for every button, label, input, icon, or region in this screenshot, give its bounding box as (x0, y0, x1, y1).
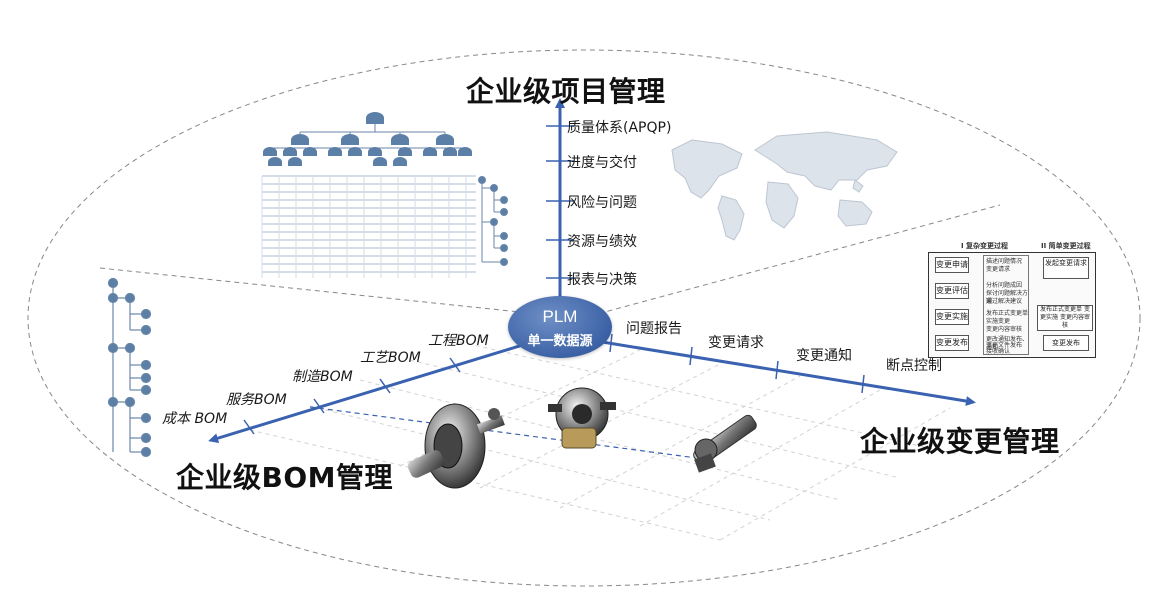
flowchart-col2-title: II 简单变更过程 (1041, 242, 1091, 250)
bom-item-4: 服务BOM (226, 392, 287, 408)
flow-note-6: 发布正式变更单 (986, 310, 1029, 317)
change-item-4: 断点控制 (886, 358, 942, 374)
bom-tree-diagram (107, 277, 152, 458)
table-side-tree (478, 176, 508, 266)
simple-step-2: 发布正式变更单 变更实施 变更内容审核 (1037, 305, 1093, 331)
flowchart-col1-title: I 复杂变更过程 (961, 242, 1009, 250)
project-item-5: 报表与决策 (567, 272, 637, 288)
flow-note-2: 变更请求 (986, 266, 1011, 273)
project-item-1: 质量体系(APQP) (567, 120, 672, 136)
flow-step-4: 变更发布 (935, 335, 969, 351)
project-item-2: 进度与交付 (567, 155, 637, 171)
brake-booster-part (407, 403, 505, 489)
outer-ellipse (27, 49, 1141, 587)
project-mgmt-title: 企业级项目管理 (466, 75, 666, 108)
flow-step-3: 变更实施 (935, 309, 969, 325)
plm-hub: PLM 单一数据源 (508, 296, 612, 358)
change-mgmt-title: 企业级变更管理 (860, 425, 1060, 458)
flow-note-5: 通过解决建议 (986, 298, 1023, 305)
simple-step-3: 变更发布 (1043, 335, 1089, 351)
steering-column-part (693, 414, 757, 473)
divider-right (589, 204, 1001, 317)
org-chart-table (261, 112, 476, 278)
project-item-4: 资源与绩效 (567, 234, 637, 250)
brake-caliper-part (548, 387, 616, 449)
bom-item-2: 工艺BOM (360, 350, 421, 366)
flow-note-11: 接收确认 (986, 348, 1011, 355)
bom-dashed-link (309, 406, 713, 461)
flow-note-1: 描述问题情况 (986, 258, 1023, 265)
plm-hub-title: PLM (542, 307, 578, 326)
flow-step-1: 变更申请 (935, 257, 969, 273)
project-item-3: 风险与问题 (567, 195, 637, 211)
flow-note-4: 探讨问题解决方案 (986, 290, 1029, 305)
bom-item-5: 成本 BOM (162, 411, 228, 427)
flow-note-10: 变更文件发布 (986, 342, 1023, 349)
flow-note-9: 更改通知发布、通知 (986, 336, 1029, 351)
project-ticks (546, 125, 574, 279)
flow-note-7: 实施变更 (986, 318, 1011, 325)
flow-note-8: 变更内容审核 (986, 326, 1023, 333)
flow-note-3: 分析问题成因 (986, 282, 1023, 289)
change-item-2: 变更请求 (708, 335, 764, 351)
axis-change (589, 338, 976, 406)
flow-notes-box: 描述问题情况 变更请求 分析问题成因 探讨问题解决方案 通过解决建议 发布正式变… (983, 255, 1029, 355)
change-flowchart: I 复杂变更过程 II 简单变更过程 变更申请 变更评估 变更实施 变更发布 描… (928, 242, 1096, 358)
bom-mgmt-title: 企业级BOM管理 (176, 461, 394, 494)
bom-item-3: 制造BOM (292, 369, 353, 385)
plm-hub-subtitle: 单一数据源 (527, 334, 593, 349)
change-item-1: 问题报告 (626, 321, 682, 337)
bom-ticks (243, 357, 461, 435)
world-map-graphic (671, 131, 898, 241)
flow-step-2: 变更评估 (935, 283, 969, 299)
simple-step-1: 发起变更请求 (1043, 257, 1089, 279)
change-item-3: 变更通知 (796, 348, 852, 364)
divider-left (99, 267, 559, 317)
bom-item-1: 工程BOM (428, 333, 489, 349)
change-ticks (609, 333, 865, 394)
floor-grid (249, 341, 961, 541)
axis-bom (208, 342, 527, 444)
